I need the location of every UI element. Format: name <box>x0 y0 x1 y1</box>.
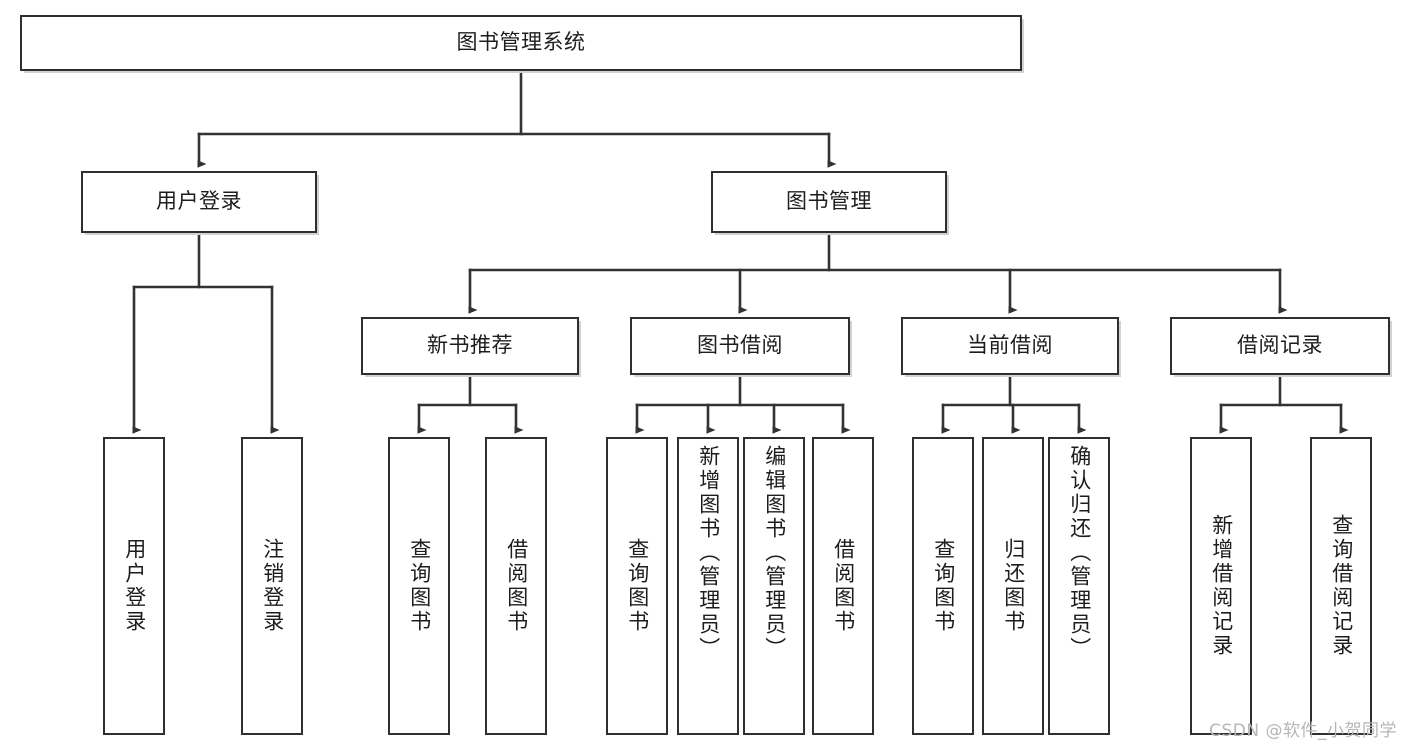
csdn-watermark: CSDN @软件_小贺同学 <box>1209 721 1397 741</box>
node-leaf-borrow-book-1-label: 借阅图书 <box>504 538 529 634</box>
node-leaf-borrow-book-2-label: 借阅图书 <box>831 538 856 634</box>
node-leaf-return-book-label: 归还图书 <box>1001 538 1026 634</box>
node-leaf-add-book[interactable]: 新增图书（管理员） <box>677 437 739 735</box>
node-leaf-query-record[interactable]: 查询借阅记录 <box>1310 437 1372 735</box>
node-book-management[interactable]: 图书管理 <box>711 171 947 233</box>
node-root-label: 图书管理系统 <box>456 30 586 55</box>
node-current-borrow[interactable]: 当前借阅 <box>901 317 1119 375</box>
node-leaf-edit-book-label: 编辑图书（管理员） <box>762 445 787 661</box>
node-leaf-confirm-return-label: 确认归还（管理员） <box>1067 445 1092 661</box>
node-borrow-record[interactable]: 借阅记录 <box>1170 317 1390 375</box>
node-leaf-add-record[interactable]: 新增借阅记录 <box>1190 437 1252 735</box>
node-borrow-record-label: 借阅记录 <box>1237 333 1323 358</box>
node-root-system[interactable]: 图书管理系统 <box>20 15 1022 71</box>
node-leaf-confirm-return[interactable]: 确认归还（管理员） <box>1048 437 1110 735</box>
node-current-borrow-label: 当前借阅 <box>967 333 1053 358</box>
node-leaf-query-book-1-label: 查询图书 <box>407 538 432 634</box>
node-leaf-query-book-3[interactable]: 查询图书 <box>912 437 974 735</box>
node-leaf-borrow-book-1[interactable]: 借阅图书 <box>485 437 547 735</box>
node-leaf-query-book-2-label: 查询图书 <box>625 538 650 634</box>
node-book-borrow-label: 图书借阅 <box>697 333 783 358</box>
node-leaf-user-logout-label: 注销登录 <box>260 538 285 634</box>
node-leaf-query-book-1[interactable]: 查询图书 <box>388 437 450 735</box>
node-leaf-user-login-label: 用户登录 <box>122 538 147 634</box>
node-leaf-query-record-label: 查询借阅记录 <box>1329 514 1354 658</box>
node-new-book-recommend[interactable]: 新书推荐 <box>361 317 579 375</box>
node-leaf-borrow-book-2[interactable]: 借阅图书 <box>812 437 874 735</box>
node-leaf-add-record-label: 新增借阅记录 <box>1209 514 1234 658</box>
node-new-book-recommend-label: 新书推荐 <box>427 333 513 358</box>
node-leaf-add-book-label: 新增图书（管理员） <box>696 445 721 661</box>
node-leaf-query-book-3-label: 查询图书 <box>931 538 956 634</box>
node-user-login[interactable]: 用户登录 <box>81 171 317 233</box>
node-book-borrow[interactable]: 图书借阅 <box>630 317 850 375</box>
node-leaf-return-book[interactable]: 归还图书 <box>982 437 1044 735</box>
node-book-management-label: 图书管理 <box>786 189 872 214</box>
node-leaf-query-book-2[interactable]: 查询图书 <box>606 437 668 735</box>
node-leaf-user-logout[interactable]: 注销登录 <box>241 437 303 735</box>
node-leaf-edit-book[interactable]: 编辑图书（管理员） <box>743 437 805 735</box>
node-user-login-label: 用户登录 <box>156 189 242 214</box>
node-leaf-user-login[interactable]: 用户登录 <box>103 437 165 735</box>
